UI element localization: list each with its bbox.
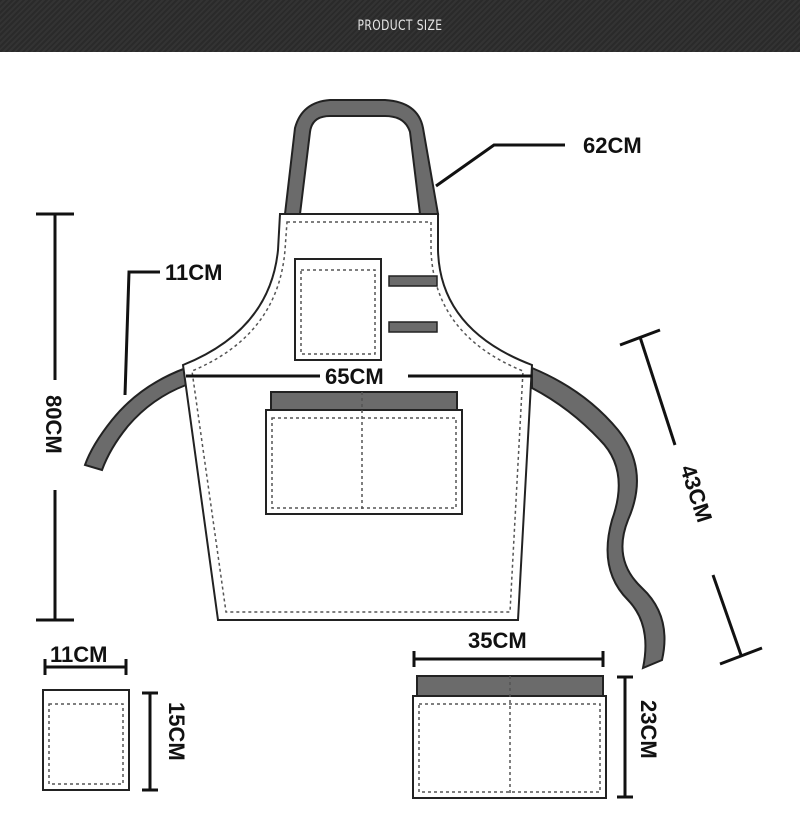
strap-length-cap-bottom bbox=[719, 646, 763, 666]
small-pocket bbox=[42, 689, 130, 791]
big-pocket-stitching bbox=[418, 703, 601, 793]
big-pocket bbox=[412, 695, 607, 799]
neck-strap bbox=[283, 99, 440, 215]
neck-strap-label: 62CM bbox=[583, 133, 642, 158]
strap-length-label: 43CM bbox=[675, 462, 717, 526]
strap-length-line-bottom bbox=[711, 574, 743, 656]
neck-strap-leader-line bbox=[435, 143, 565, 188]
main-pocket bbox=[265, 409, 463, 515]
chest-pocket bbox=[294, 258, 382, 361]
small-pocket-width-label: 11CM bbox=[50, 642, 107, 667]
pen-slot-top bbox=[388, 275, 438, 287]
header-banner: PRODUCT SIZE bbox=[0, 0, 800, 52]
big-pocket-height-label: 23CM bbox=[636, 700, 661, 759]
apron-stitching bbox=[191, 221, 524, 613]
right-waist-strap bbox=[531, 366, 666, 670]
main-pocket-band bbox=[270, 391, 458, 411]
chest-pocket-stitching bbox=[300, 269, 376, 355]
pocket-offset-leader-line bbox=[123, 270, 160, 396]
length-label: 80CM bbox=[41, 395, 66, 454]
left-waist-strap bbox=[83, 366, 187, 472]
strap-length-line-top bbox=[638, 336, 677, 446]
pocket-offset-label: 11CM bbox=[165, 260, 222, 285]
small-pocket-stitching bbox=[48, 703, 124, 785]
small-pocket-height-label: 15CM bbox=[164, 702, 189, 761]
width-label: 65CM bbox=[325, 364, 384, 389]
main-pocket-stitching bbox=[271, 417, 457, 509]
banner-title: PRODUCT SIZE bbox=[357, 18, 443, 34]
big-pocket-width-label: 35CM bbox=[468, 628, 527, 653]
pen-slot-bottom bbox=[388, 321, 438, 333]
